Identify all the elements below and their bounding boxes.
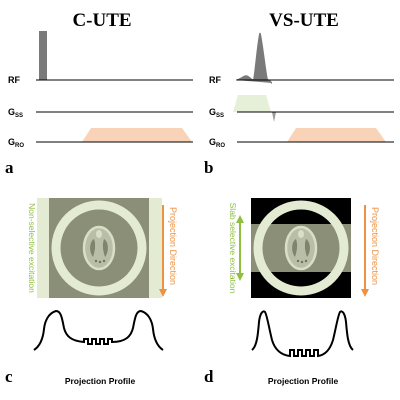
excitation-label-left: Non-selective excitation [27,203,37,293]
ventricle-right-b [304,239,310,257]
phantom-head-left [82,225,116,271]
panel-letter-b: b [204,158,213,177]
projection-label-right: Projection Direction [370,207,380,285]
gss-label-left-sub: SS [15,113,23,119]
gro-label-right-main: G [209,137,216,147]
dot-left-a [94,259,98,263]
ventricle-left-b [102,239,108,257]
gro-label-right: GRO [209,137,225,149]
dot-left-b [98,260,102,264]
projection-label-left: Projection Direction [168,207,178,285]
slice-gradient-right [233,95,271,112]
title-left: C-UTE [72,10,131,31]
rf-label-right: RF [209,75,221,85]
rf-label-left: RF [8,75,20,85]
dot-right-a [296,259,300,263]
dot-left-c [102,259,106,263]
rf-pulse-left [39,31,47,80]
slice-rephase-right [272,112,276,122]
excitation-arrowhead-right-bottom [236,273,244,281]
readout-gradient-left [82,128,192,142]
projection-profile-right [251,310,354,358]
panel-letter-a: a [5,158,14,177]
gro-label-left-main: G [8,137,15,147]
phantom-core-right [298,230,304,238]
phantom-left: Non-selective excitation Projection Dire… [27,198,178,298]
sequence-diagram-left: RF GSS GRO [8,31,193,149]
phantom-core-left [96,230,102,238]
ventricle-left-a [90,239,96,257]
gss-label-right: GSS [209,107,224,119]
readout-gradient-right [287,128,386,142]
gro-label-right-sub: RO [216,143,225,149]
dot-right-c [304,259,308,263]
rf-pulse-right [235,32,273,84]
caption-right: Projection Profile [268,376,339,386]
panel-letter-d: d [204,367,214,386]
gss-label-left: GSS [8,107,23,119]
ventricle-right-a [292,239,298,257]
title-right: VS-UTE [269,10,339,31]
sequence-diagram-right: RF GSS GRO [209,32,394,149]
phantom-head-right [284,225,318,271]
gss-label-left-main: G [8,107,15,117]
caption-left: Projection Profile [65,376,136,386]
projection-arrowhead-left [159,289,167,297]
gro-label-left: GRO [8,137,24,149]
gss-label-right-sub: SS [216,113,224,119]
projection-arrowhead-right [361,289,369,297]
gss-label-right-main: G [209,107,216,117]
phantom-ring-right [253,200,349,296]
gro-label-left-sub: RO [15,143,24,149]
panel-letter-c: c [5,367,13,386]
phantom-ring-left [51,200,147,296]
projection-profile-left [33,309,164,351]
dot-right-b [300,260,304,264]
excitation-arrowhead-right-top [236,215,244,223]
phantom-right: Slab selective excitation Projection Dir… [228,198,380,298]
excitation-label-right: Slab selective excitation [228,203,238,294]
